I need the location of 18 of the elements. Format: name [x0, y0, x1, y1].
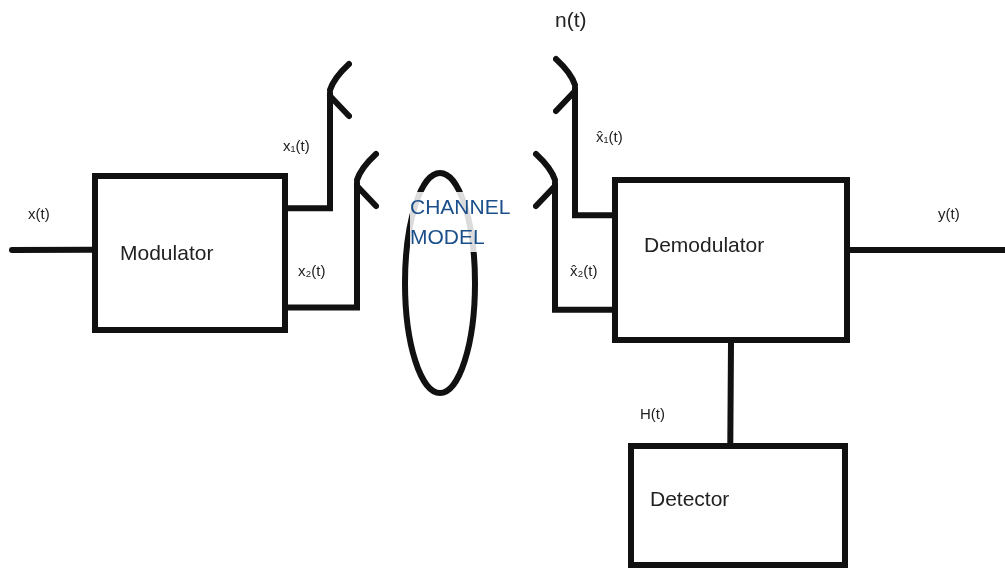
detector-box: [628, 443, 848, 568]
edge-label: x(t): [28, 205, 50, 222]
node-label: Demodulator: [644, 233, 765, 257]
node-label: Detector: [650, 487, 730, 511]
antenna-icon: [324, 60, 352, 120]
node-label: Modulator: [120, 241, 214, 265]
edge-label: x̂₁(t): [596, 128, 623, 145]
antenna-icon: [533, 150, 561, 210]
antenna-icon: [351, 150, 379, 210]
demodulator-box: [612, 177, 850, 343]
edge-label: y(t): [938, 205, 960, 222]
edge-label: H(t): [640, 405, 665, 422]
edge-label: x̂₂(t): [570, 262, 598, 279]
antenna-icon: [553, 55, 581, 115]
edge-label: x₂(t): [298, 262, 326, 279]
modulator-box: [92, 173, 288, 333]
edge-label: x₁(t): [283, 137, 310, 154]
signal-label: n(t): [555, 8, 587, 32]
